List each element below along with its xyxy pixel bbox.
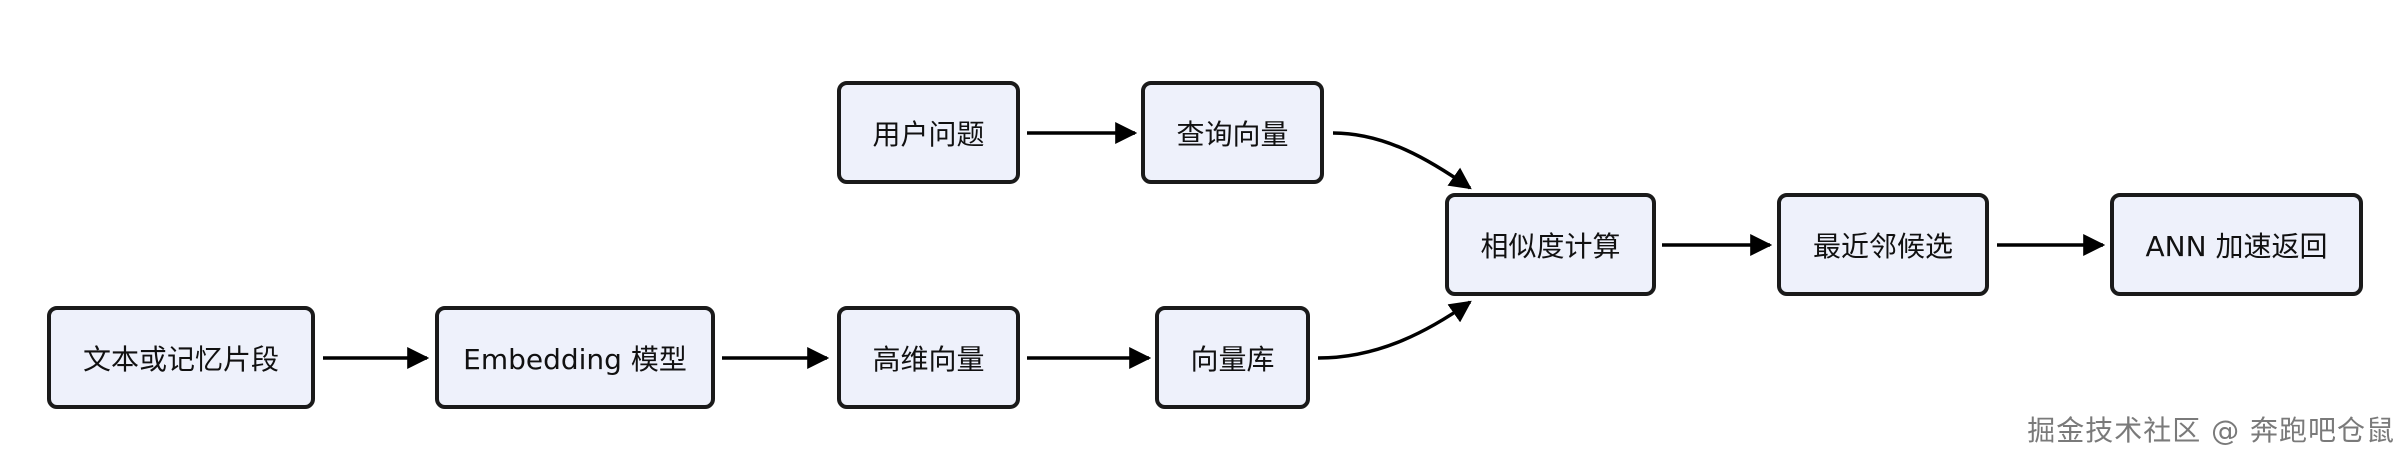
- watermark-text: 掘金技术社区 @ 奔跑吧仓鼠: [2027, 414, 2395, 447]
- node-query-vector: 查询向量: [1141, 81, 1324, 184]
- node-user-question: 用户问题: [837, 81, 1020, 184]
- node-high-dim-vector: 高维向量: [837, 306, 1020, 409]
- edge-query-to-similarity: [1332, 131, 1472, 190]
- node-embedding-model: Embedding 模型: [435, 306, 715, 409]
- node-text-memory: 文本或记忆片段: [47, 306, 315, 409]
- node-nearest-candidates: 最近邻候选: [1777, 193, 1989, 296]
- node-similarity: 相似度计算: [1445, 193, 1656, 296]
- edge-store-to-similarity: [1317, 300, 1472, 360]
- node-ann-return: ANN 加速返回: [2110, 193, 2363, 296]
- node-vector-store: 向量库: [1155, 306, 1310, 409]
